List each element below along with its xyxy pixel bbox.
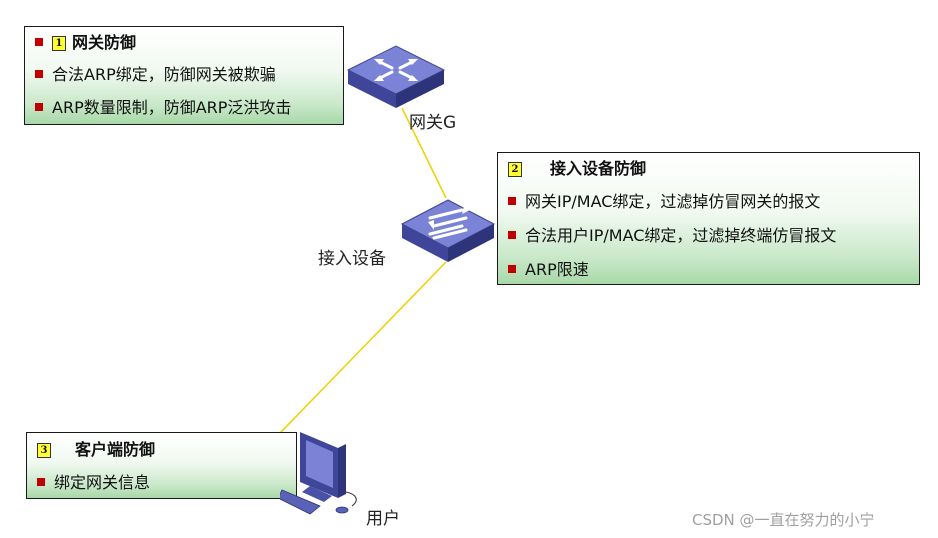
client-defense-box: 3 客户端防御 绑定网关信息 [26, 432, 297, 499]
switch-icon [400, 199, 496, 262]
gateway-defense-title: 网关防御 [72, 33, 137, 52]
list-item: 绑定网关信息 [37, 473, 292, 493]
access-defense-title: 接入设备防御 [550, 159, 647, 178]
gateway-defense-box: 1 网关防御 合法ARP绑定，防御网关被欺骗 ARP数量限制，防御ARP泛洪攻击 [24, 26, 344, 125]
list-item-text: 绑定网关信息 [54, 473, 151, 492]
bullet-icon [35, 38, 43, 46]
list-item: 合法用户IP/MAC绑定，过滤掉终端仿冒报文 [508, 226, 915, 246]
client-defense-title: 客户端防御 [75, 440, 156, 459]
access-device-defense-box: 2 接入设备防御 网关IP/MAC绑定，过滤掉仿冒网关的报文 合法用户IP/MAC… [497, 152, 920, 285]
list-item: ARP限速 [508, 260, 915, 280]
list-item: 合法ARP绑定，防御网关被欺骗 [35, 65, 339, 85]
access-defense-header: 2 接入设备防御 [508, 159, 915, 179]
list-item: 网关IP/MAC绑定，过滤掉仿冒网关的报文 [508, 192, 915, 212]
list-item: ARP数量限制，防御ARP泛洪攻击 [35, 98, 339, 118]
gateway-defense-header: 1 网关防御 [35, 33, 339, 53]
user-label: 用户 [366, 509, 400, 529]
bullet-icon [508, 265, 516, 273]
list-item-text: ARP限速 [525, 260, 589, 279]
list-item-text: ARP数量限制，防御ARP泛洪攻击 [52, 98, 292, 117]
list-item-text: 合法用户IP/MAC绑定，过滤掉终端仿冒报文 [525, 226, 837, 245]
watermark: CSDN @一直在努力的小宁 [692, 511, 875, 529]
bullet-icon [37, 478, 45, 486]
number-badge: 2 [508, 162, 522, 177]
bullet-icon [508, 197, 516, 205]
bullet-icon [508, 231, 516, 239]
client-defense-header: 3 客户端防御 [37, 440, 292, 460]
link-gateway-access [401, 107, 447, 199]
bullet-icon [35, 103, 43, 111]
bullet-icon [35, 70, 43, 78]
gateway-label: 网关G [409, 113, 457, 133]
number-badge: 3 [37, 443, 51, 458]
router-icon [346, 45, 446, 108]
link-access-user [249, 261, 447, 465]
list-item-text: 网关IP/MAC绑定，过滤掉仿冒网关的报文 [525, 192, 821, 211]
number-badge: 1 [52, 36, 66, 51]
access-device-label: 接入设备 [318, 249, 386, 269]
computer-icon [280, 432, 357, 515]
list-item-text: 合法ARP绑定，防御网关被欺骗 [52, 65, 276, 84]
